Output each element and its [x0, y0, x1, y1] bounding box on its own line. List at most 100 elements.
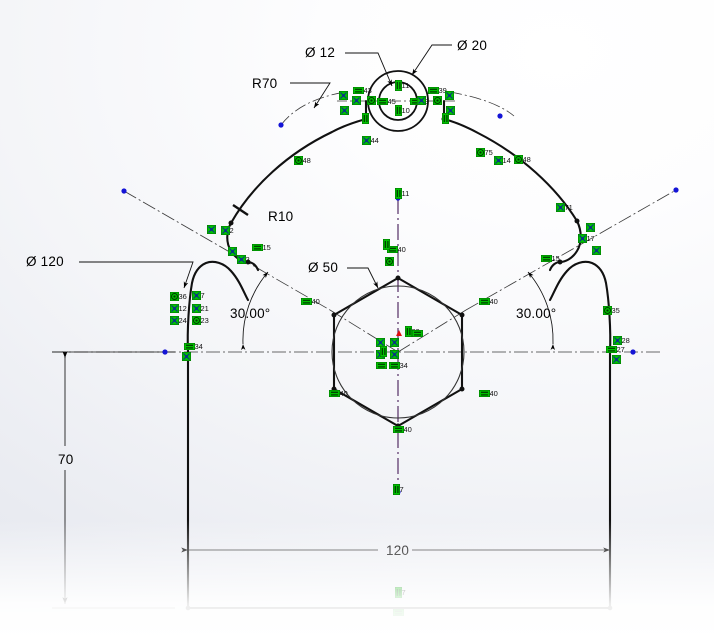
constraint-id-label: 15 [551, 253, 560, 263]
constraint-glyph-equal[interactable]: 45 [376, 97, 396, 105]
constraint-glyph-coincident[interactable] [444, 90, 454, 100]
dimension-70 [52, 351, 175, 609]
constraint-glyph-equal[interactable]: 43 [352, 86, 372, 94]
constraint-glyph-coincident[interactable] [206, 224, 216, 234]
dimension-label-len-70[interactable]: 70 [58, 452, 74, 467]
dimension-label-dia-120[interactable]: Ø 120 [26, 254, 64, 269]
constraint-glyph-equal[interactable] [375, 361, 387, 369]
dimension-label-angle-left[interactable]: 30.00° [230, 306, 271, 321]
dimension-label-len-120[interactable]: 120 [386, 543, 410, 558]
constraint-id-label: 15 [262, 242, 271, 252]
constraint-id-label: 21 [200, 303, 209, 313]
constraint-glyph-concentric[interactable]: 75 [475, 147, 493, 157]
constraint-glyph-coincident[interactable] [585, 222, 595, 232]
constraint-glyph-equal[interactable]: 34 [388, 361, 408, 369]
constraint-glyph-concentric[interactable] [384, 256, 394, 266]
constraint-id-label: 34 [399, 360, 408, 370]
dimension-label-dia-20[interactable]: Ø 20 [457, 38, 488, 53]
constraint-glyph-vertical[interactable]: 29 [404, 325, 420, 337]
constraint-glyph-coincident[interactable]: 71 [555, 202, 573, 212]
constraint-glyph-equal[interactable]: 39 [427, 86, 447, 94]
constraint-glyph-coincident[interactable] [339, 105, 349, 115]
constraint-glyph-coincident[interactable]: 28 [612, 335, 630, 345]
constraint-glyph-equal[interactable]: 40 [328, 389, 348, 397]
constraint-id-label: 34 [194, 341, 203, 351]
constraint-glyph-coincident[interactable]: 7 [191, 290, 205, 300]
dimension-label-rad-70[interactable]: R70 [252, 76, 278, 91]
constraint-id-label: 39 [438, 85, 447, 95]
constraint-id-label: 10 [401, 105, 410, 115]
constraint-glyph-coincident[interactable]: 14 [493, 155, 511, 165]
constraint-glyph-coincident[interactable] [338, 90, 348, 100]
constraint-id-label: 2 [245, 254, 250, 264]
constraint-glyph-concentric[interactable]: 48 [293, 155, 311, 165]
constraint-glyph-vertical[interactable] [441, 112, 449, 124]
constraint-id-label: 48 [302, 155, 311, 165]
constraint-id-label: 45 [387, 96, 396, 106]
constraint-id-label: 75 [484, 147, 493, 157]
profile-outline [186, 99, 612, 610]
constraint-glyph-coincident[interactable] [375, 337, 385, 347]
constraint-id-label: 40 [397, 244, 406, 254]
constraint-glyph-concentric[interactable]: 36 [169, 291, 187, 301]
constraint-glyph-equal[interactable] [392, 608, 404, 616]
constraint-glyph-equal[interactable] [411, 329, 423, 337]
constraint-id-label: 11 [401, 188, 410, 198]
constraint-glyph-vertical[interactable]: 11 [394, 187, 409, 199]
dimension-label-angle-right[interactable]: 30.00° [516, 306, 557, 321]
constraint-glyph-coincident[interactable]: 12 [169, 303, 187, 313]
dimension-label-dia-50[interactable]: Ø 50 [308, 260, 339, 275]
constraint-glyph-coincident[interactable] [227, 246, 237, 256]
constraint-id-label: 48 [522, 154, 531, 164]
constraint-id-label: 40 [489, 296, 498, 306]
constraint-glyph-coincident[interactable]: 2 [236, 254, 250, 264]
constraint-id-label: 12 [178, 303, 187, 313]
constraint-glyph-coincident[interactable] [591, 245, 601, 255]
constraint-glyph-vertical[interactable] [361, 112, 369, 124]
constraint-glyph-equal[interactable]: 40 [300, 297, 320, 305]
constraint-id-label: 71 [564, 202, 573, 212]
constraint-glyph-coincident[interactable] [351, 95, 361, 105]
constraint-glyph-equal[interactable]: 40 [478, 389, 498, 397]
constraint-glyph-vertical[interactable]: 7 [392, 483, 404, 495]
constraint-glyph-equal[interactable]: 15 [251, 243, 271, 251]
constraint-glyph-equal[interactable]: 27 [605, 345, 625, 353]
constraint-id-label: 40 [489, 388, 498, 398]
constraint-glyph-coincident[interactable] [611, 354, 621, 364]
constraint-glyph-concentric[interactable]: 48 [513, 154, 531, 164]
dimension-leaders [79, 44, 452, 289]
constraint-glyph-coincident[interactable]: 17 [577, 233, 595, 243]
constraint-glyph-vertical[interactable]: 10 [394, 104, 410, 116]
constraint-glyph-vertical[interactable] [379, 345, 387, 357]
dimension-label-rad-10[interactable]: R10 [268, 209, 294, 224]
constraint-glyph-coincident[interactable]: 44 [361, 135, 379, 145]
dimension-label-dia-12[interactable]: Ø 12 [305, 45, 336, 60]
constraint-glyph-coincident[interactable]: 21 [191, 303, 209, 313]
constraint-id-label: 40 [339, 388, 348, 398]
constraint-glyph-concentric[interactable] [432, 95, 442, 105]
constraint-glyph-coincident[interactable]: 24 [169, 315, 187, 325]
constraint-glyph-coincident[interactable] [389, 349, 399, 359]
constraint-id-label: 11 [401, 80, 410, 90]
constraint-glyph-vertical[interactable] [382, 238, 390, 250]
constraint-glyph-concentric[interactable]: 35 [602, 305, 620, 315]
constraint-glyph-concentric[interactable]: 23 [191, 315, 209, 325]
constraint-glyph-equal[interactable]: 15 [540, 254, 560, 262]
constraint-glyph-equal[interactable]: 40 [392, 425, 412, 433]
constraint-glyph-equal[interactable]: 40 [386, 245, 406, 253]
constraint-glyph-vertical[interactable]: 11 [394, 79, 409, 91]
constraint-id-label: 2 [229, 225, 234, 235]
constraint-glyph-equal[interactable]: 40 [478, 297, 498, 305]
constraint-id-label: 7 [401, 587, 406, 597]
constraint-glyph-concentric[interactable] [366, 95, 376, 105]
constraint-glyph-vertical[interactable]: 7 [394, 586, 406, 598]
constraint-id-label: 36 [178, 291, 187, 301]
constraint-id-label: 43 [363, 85, 372, 95]
constraint-glyph-coincident[interactable]: 2 [220, 225, 234, 235]
constraint-id-label: 44 [370, 135, 379, 145]
constraint-glyph-coincident[interactable] [416, 95, 426, 105]
constraint-glyph-coincident[interactable] [181, 351, 191, 361]
constraint-glyph-coincident[interactable] [389, 337, 399, 347]
constraint-glyph-equal[interactable]: 34 [183, 342, 203, 350]
